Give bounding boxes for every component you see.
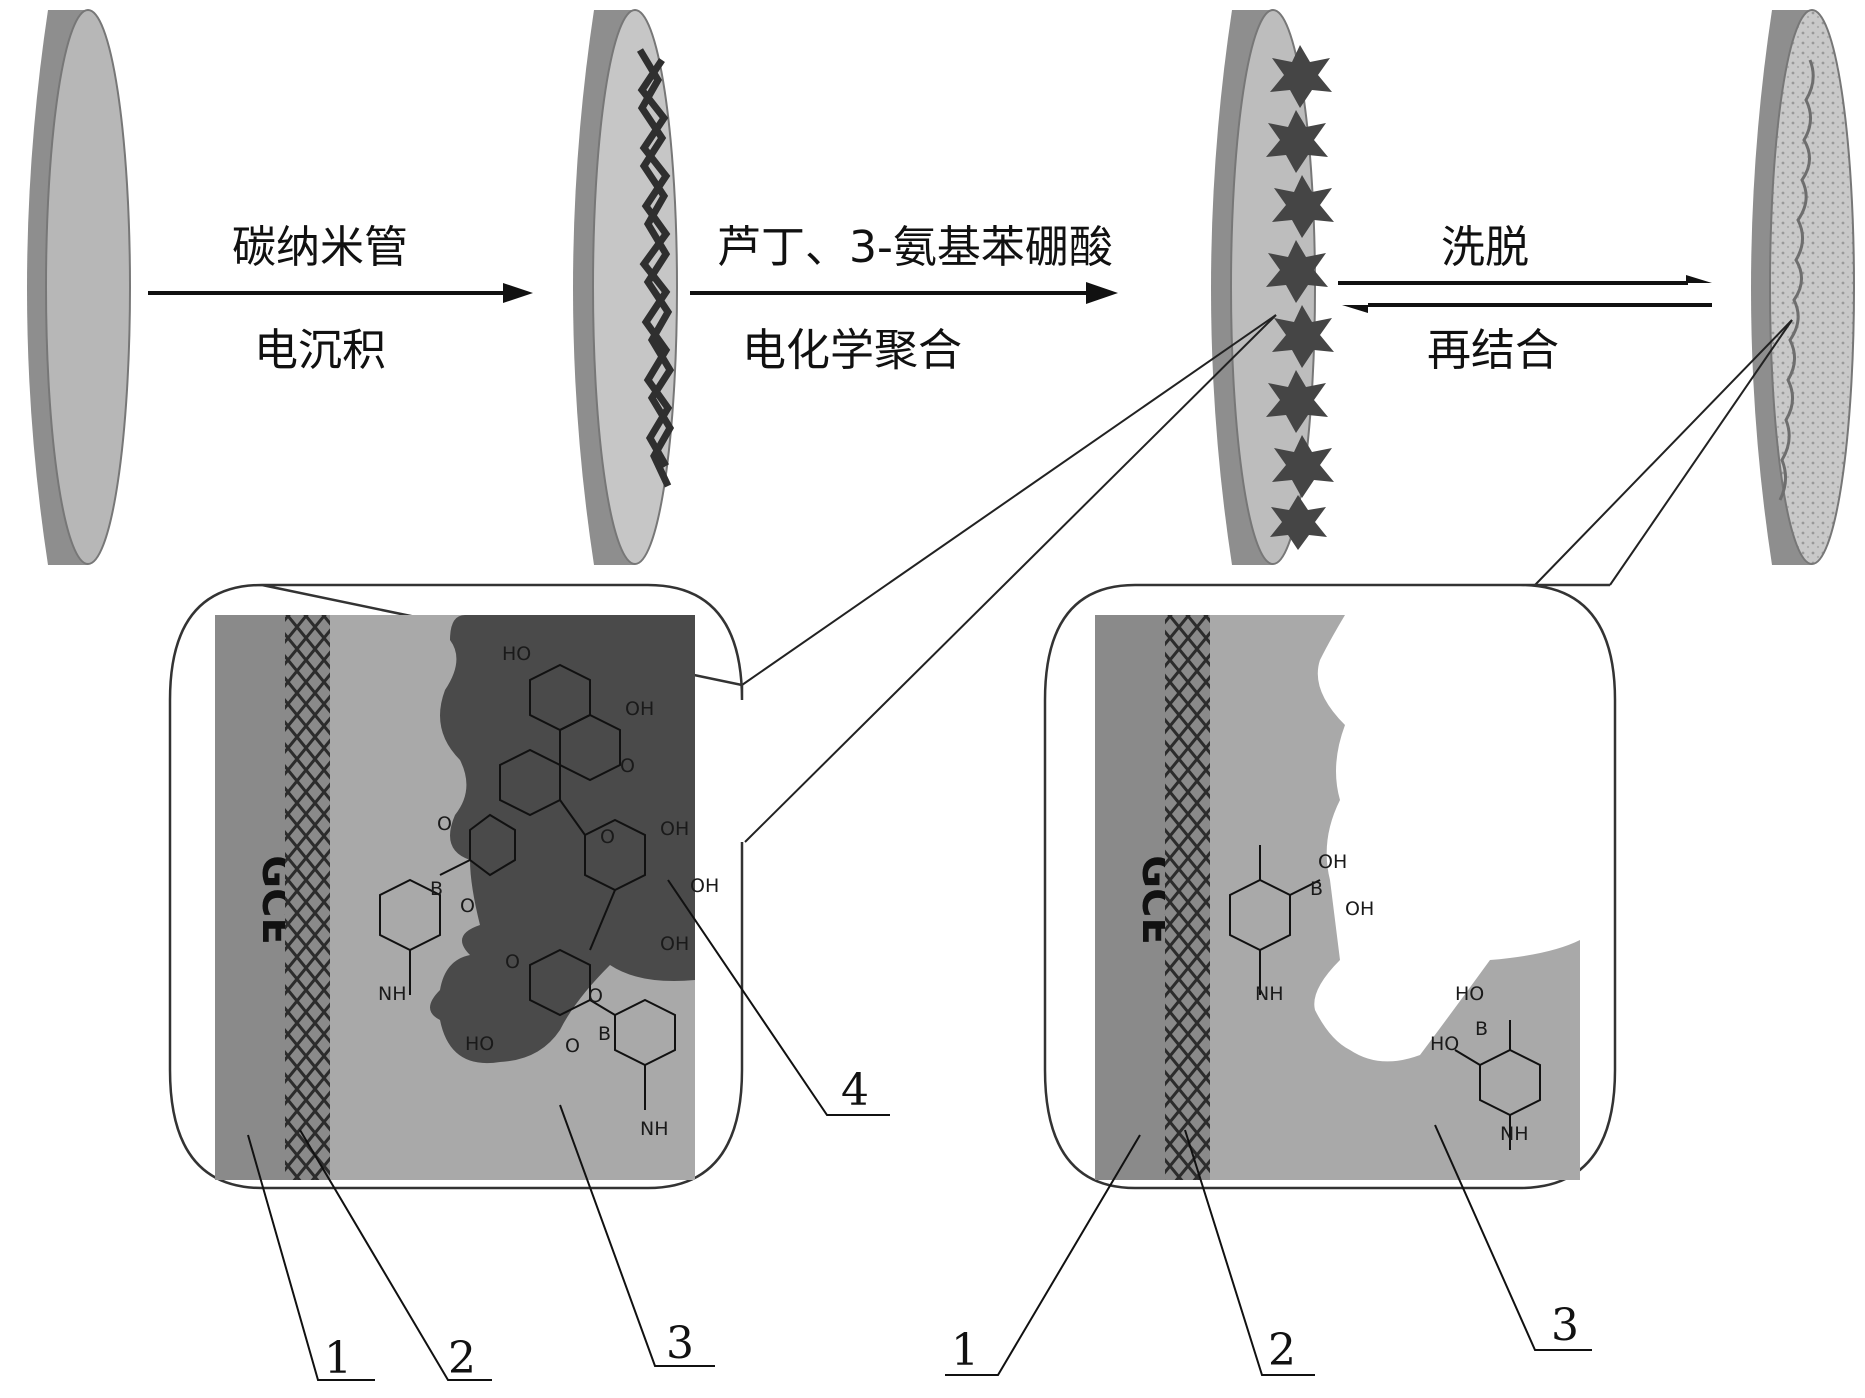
right-callout-2: 2	[1268, 1325, 1296, 1376]
chem-ho-top: HO	[502, 643, 531, 665]
chem-o-b1: O	[588, 985, 603, 1007]
left-callout-2: 2	[448, 1333, 476, 1384]
right-callout-1: 1	[951, 1325, 979, 1376]
step-1-top-label: 碳纳米管	[232, 222, 408, 273]
chem-right-oh2: OH	[1345, 898, 1374, 920]
chem-right-nh1: NH	[1255, 983, 1284, 1005]
chem-oh-sugar2: OH	[690, 875, 719, 897]
step-2-bottom-label: 电化学聚合	[742, 325, 962, 376]
disk-cnt-modified-electrode	[573, 10, 677, 565]
chem-right-oh1: OH	[1318, 851, 1347, 873]
chem-nh-right: NH	[640, 1118, 669, 1140]
step-1-bottom-label: 电沉积	[254, 325, 386, 376]
arrow-step-3-reversible	[1338, 275, 1712, 313]
chem-right-b2: B	[1475, 1018, 1488, 1040]
step-3-bottom-label: 再结合	[1427, 325, 1559, 376]
left-callout-1: 1	[324, 1333, 352, 1384]
chem-right-b1: B	[1310, 878, 1323, 900]
left-callout-4: 4	[841, 1065, 869, 1116]
cnt-layer-right	[1165, 615, 1210, 1180]
chem-o-b2: O	[565, 1035, 580, 1057]
chem-o-sugar1: O	[600, 826, 615, 848]
arrow-step-1	[148, 283, 533, 303]
chem-oh-right: OH	[625, 698, 654, 720]
right-zoom-panel: GCE OH B OH HO B HO NH NH	[1045, 585, 1615, 1188]
chem-b-right: B	[598, 1023, 611, 1045]
left-callout-3: 3	[666, 1318, 694, 1369]
disk-eluted-electrode	[1751, 10, 1854, 565]
cnt-layer	[285, 615, 330, 1180]
disk-bare-electrode	[27, 10, 130, 565]
chem-o-ring1: O	[437, 813, 452, 835]
arrow-step-2	[690, 282, 1118, 304]
step-2-top-label: 芦丁、3-氨基苯硼酸	[717, 222, 1113, 273]
chem-oh-sugar3: OH	[660, 933, 689, 955]
disk-mip-electrode	[1211, 10, 1334, 565]
right-callout-3: 3	[1551, 1300, 1579, 1351]
chem-o-ketone: O	[620, 755, 635, 777]
chem-o-sugar2: O	[505, 951, 520, 973]
chem-ho-bottom: HO	[465, 1033, 494, 1055]
chem-o-ring2: O	[460, 895, 475, 917]
chem-nh-left: NH	[378, 983, 407, 1005]
chem-oh-sugar1: OH	[660, 818, 689, 840]
step-3-top-label: 洗脱	[1441, 222, 1529, 273]
chem-right-ho2: HO	[1430, 1033, 1459, 1055]
chem-right-nh2: NH	[1500, 1123, 1529, 1145]
chem-b-left: B	[430, 878, 443, 900]
chem-right-ho1: HO	[1455, 983, 1484, 1005]
